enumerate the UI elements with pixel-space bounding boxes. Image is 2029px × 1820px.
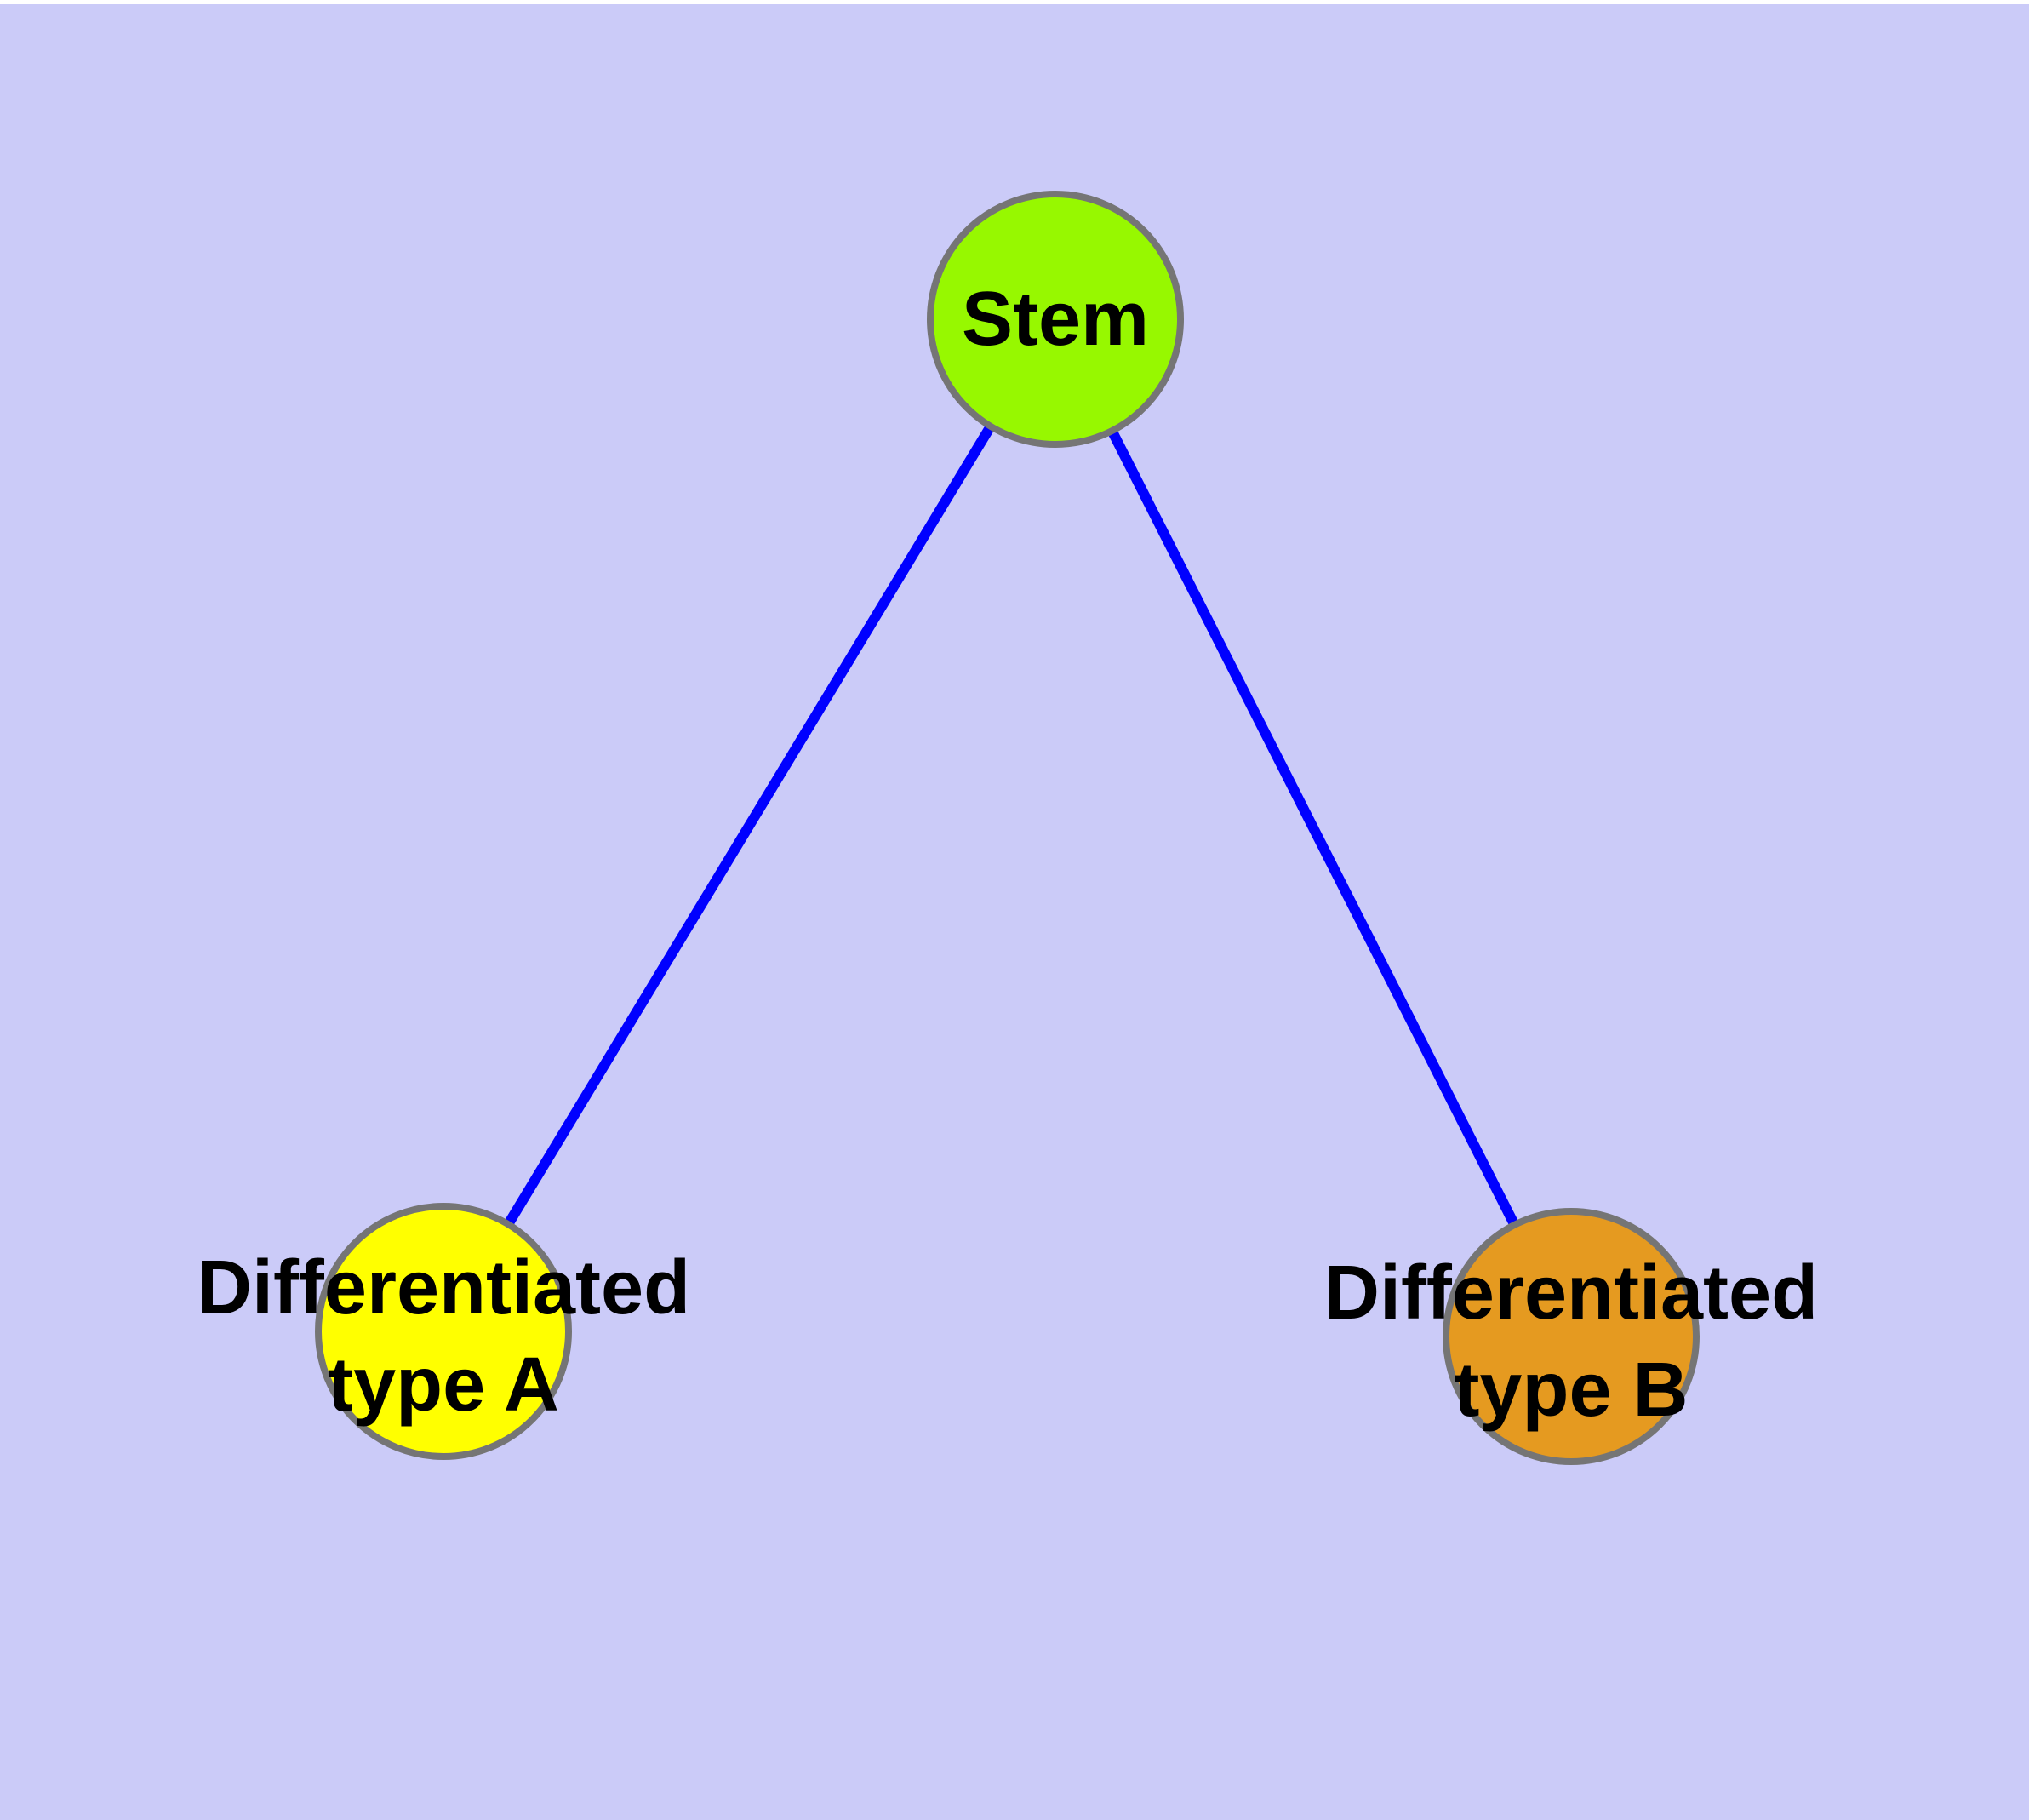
edge-stem-to-type-b bbox=[1050, 317, 1576, 1339]
node-differentiated-type-b bbox=[1443, 1208, 1700, 1465]
node-differentiated-type-a bbox=[315, 1203, 572, 1460]
edge-stem-to-type-a bbox=[438, 316, 1060, 1335]
top-margin bbox=[0, 0, 2029, 4]
node-stem bbox=[927, 191, 1184, 448]
